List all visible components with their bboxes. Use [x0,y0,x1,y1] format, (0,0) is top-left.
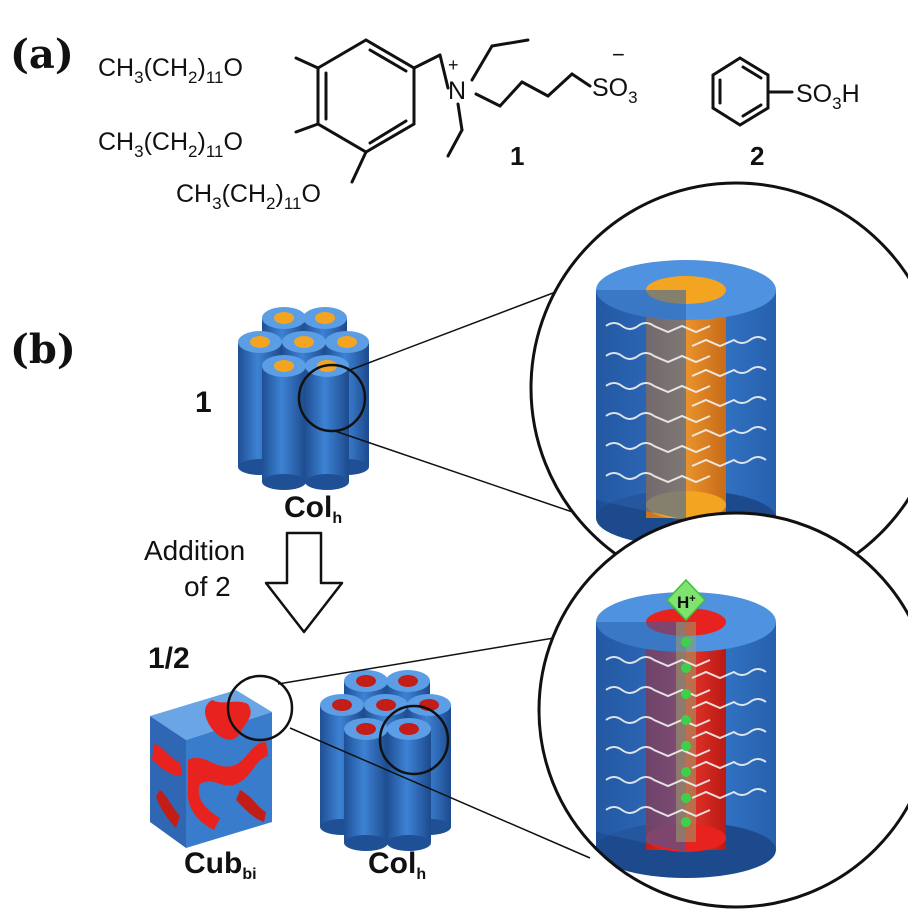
ammonium-bonds [446,38,592,158]
zoom-line-top-upper [349,281,583,371]
panel-a-label: (a) [10,31,74,78]
cubbi-label: Cubbi [184,847,257,883]
addition-line-1: Addition [144,535,245,566]
svg-text:CH3(CH2)11O: CH3(CH2)11O [98,128,243,161]
cubbi-cube [150,690,272,848]
svg-text:H+: H+ [677,593,696,612]
proton-marker: H+ [665,578,707,622]
compound-2-label: 2 [750,141,764,171]
compound-1-label: 1 [510,141,524,171]
colh-top-label: Colh [284,491,342,527]
alkyl-chain-1: CH3(CH2)11O [98,54,243,87]
mixture-label: 1/2 [148,642,190,675]
minus-charge: − [612,42,625,67]
plus-charge: + [448,55,459,75]
colh-bundle-bottom [320,670,451,851]
top-compound-label: 1 [195,386,212,419]
zoom-circle-bottom-large [537,511,908,909]
zoom-line-bottom-lower [289,727,591,859]
sulfonate-group: SO3 [592,74,638,107]
nitrogen-atom: N [448,77,466,105]
svg-text:CH3(CH2)11O: CH3(CH2)11O [98,54,243,87]
down-arrow [264,531,344,634]
sulfonic-acid-group: SO3H [796,80,860,113]
colh-bundle-top [238,307,369,490]
proton-dots [681,637,691,827]
magnified-column-bottom [539,513,908,907]
proton-label: H [677,593,689,612]
svg-text:CH3(CH2)11O: CH3(CH2)11O [176,180,321,213]
magnified-column-top [531,183,908,593]
benzene-ring-2 [711,56,794,127]
colh-bottom-label: Colh [368,847,426,883]
addition-line-2: of 2 [184,571,231,602]
zoom-line-bottom-upper [277,633,579,685]
zoom-line-top-lower [334,430,591,519]
alkyl-chain-3: CH3(CH2)11O [176,180,321,213]
molecules-top [605,322,767,484]
alkyl-chain-2: CH3(CH2)11O [98,128,243,161]
proton-charge: + [689,593,695,605]
panel-b-label: (b) [10,326,76,373]
molecules-bottom [605,656,767,818]
benzene-ring-1 [294,38,450,184]
zoom-circle-bottom-small-col [378,704,450,776]
zoom-circle-bottom-small-cube [226,674,294,742]
zoom-circle-top-small [297,363,367,433]
